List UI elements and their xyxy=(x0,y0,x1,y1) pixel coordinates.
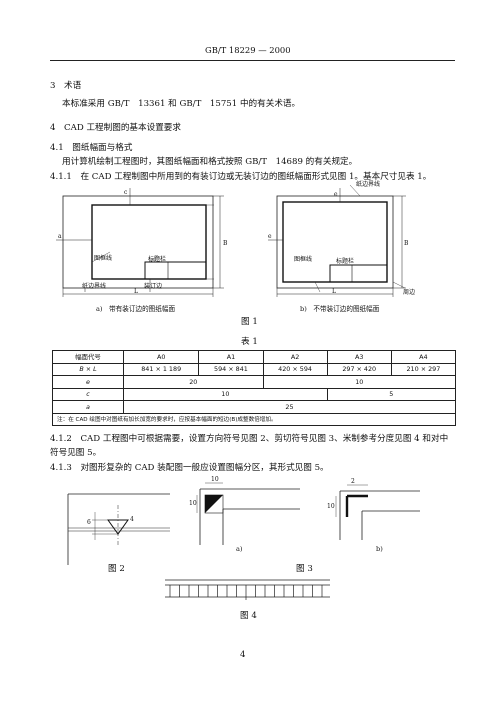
fig3b-dim-left: 10 xyxy=(327,503,335,510)
fig1b-label-e: e xyxy=(334,191,338,198)
header-rule xyxy=(50,60,455,61)
section-3-heading: 3 术语 xyxy=(50,81,82,91)
section-412-line1: 4.1.2 CAD 工程图中可根据需要，设置方向符号见图 2、剪切符号见图 3、… xyxy=(50,434,449,444)
table-note-row: 注：在 CAD 绘图中对图纸有加长加宽的要求时，应按基本幅面的短边(B)成整数倍… xyxy=(52,412,456,426)
section-41-body: 用计算机绘制工程图时，其图纸幅面和格式按照 GB/T 14689 的有关规定。 xyxy=(62,157,358,167)
section-4-heading: 4 CAD 工程制图的基本设置要求 xyxy=(50,123,181,133)
fig1a-label-a: a xyxy=(58,233,62,240)
section-413: 4.1.3 对图形复杂的 CAD 装配图一般应设置图幅分区，其形式见图 5。 xyxy=(50,463,329,473)
standard-header: GB/T 18229 — 2000 xyxy=(205,45,291,55)
table-row: B × L 841 × 1 189 594 × 841 420 × 594 29… xyxy=(52,362,457,376)
fig1b-label-frame: 图框线 xyxy=(294,256,313,263)
fig2-dim-big: 4 xyxy=(130,516,134,523)
fig1b-label-title-block: 标题栏 xyxy=(336,258,355,265)
table-header-row: 幅面代号 A0 A1 A2 A3 A4 xyxy=(52,350,457,364)
fig1a-label-title-block: 标题栏 xyxy=(148,256,167,263)
fig1a-caption: a) 带有装订边的图纸幅面 xyxy=(96,305,176,313)
fig4-scale-ticks xyxy=(169,585,323,600)
fig3a-dim-top: 10 xyxy=(211,476,219,483)
fig1b-caption: b) 不带装订边的图纸幅面 xyxy=(300,305,380,313)
fig3a-caption: a) xyxy=(236,545,243,553)
page-number: 4 xyxy=(240,650,246,660)
fig1a-label-c: c xyxy=(124,189,128,196)
table-note: 注：在 CAD 绘图中对图纸有加长加宽的要求时，应按基本幅面的短边(B)成整数倍… xyxy=(52,412,456,426)
fig1a-label-frame: 图框线 xyxy=(94,255,113,262)
fig1b-label-b: B xyxy=(404,240,409,247)
fig1a-label-binding: 装订边 xyxy=(144,283,163,290)
fig1b-label-l: L xyxy=(332,288,336,295)
fig3b-caption: b) xyxy=(376,545,383,553)
fig1a-label-b: B xyxy=(223,240,228,247)
section-411: 4.1.1 在 CAD 工程制图中所用到的有装订边或无装订边的图纸幅面形式见图 … xyxy=(50,172,432,182)
fig1b-label-margin: 周边 xyxy=(403,289,416,296)
figure-4-title: 图 4 xyxy=(240,611,257,621)
fig1a-label-l: L xyxy=(134,288,138,295)
fig3b-dim-top: 2 xyxy=(351,478,355,485)
table-1-title: 表 1 xyxy=(241,337,258,347)
fig1a-label-trim: 纸边界线 xyxy=(82,283,107,290)
table-1: 幅面代号 A0 A1 A2 A3 A4 B × L 841 × 1 189 59… xyxy=(52,350,457,426)
figure-1-title: 图 1 xyxy=(241,317,258,327)
fig3a-dim-left: 10 xyxy=(189,500,197,507)
section-412-line2: 符号见图 5。 xyxy=(50,448,102,458)
fig1b-label-e2: e xyxy=(268,233,272,240)
section-41-heading: 4.1 图纸幅面与格式 xyxy=(50,143,133,153)
section-3-body: 本标准采用 GB/T 13361 和 GB/T 15751 中的有关术语。 xyxy=(62,99,301,109)
figure-2-title: 图 2 xyxy=(108,564,125,574)
table-row: c 10 5 xyxy=(52,387,457,401)
figure-3-title: 图 3 xyxy=(296,564,313,574)
fig2-dim-small: 6 xyxy=(87,519,91,526)
fig1b-label-trim: 纸边界线 xyxy=(356,181,381,188)
